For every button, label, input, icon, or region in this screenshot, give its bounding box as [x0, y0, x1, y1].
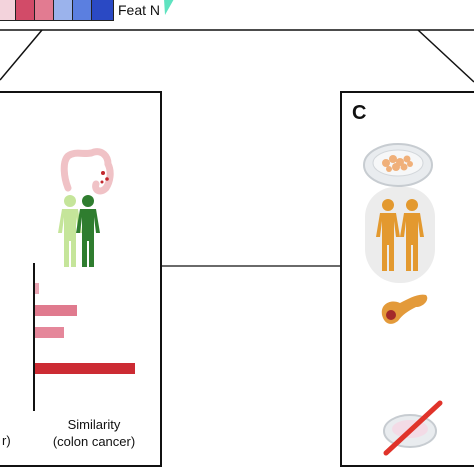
- similarity-bar: [35, 305, 77, 316]
- pancreas-icon: [381, 294, 428, 324]
- feature-marker-icon: [164, 0, 174, 15]
- petri-dish-icon: [363, 143, 433, 187]
- heatmap-cell: [72, 0, 92, 21]
- human-figures-icon: [58, 195, 100, 267]
- heatmap-cell: [15, 0, 35, 21]
- heatmap-cell: [0, 0, 16, 21]
- similarity-bar: [35, 283, 39, 294]
- similarity-label-line2: (colon cancer): [52, 434, 136, 449]
- heatmap-cell: [53, 0, 73, 21]
- left-panel: r) Similarity (colon cancer): [0, 91, 162, 467]
- feature-label: Feat N: [118, 2, 161, 18]
- panel-letter-c: C: [352, 102, 367, 124]
- human-figures-icon: [376, 199, 424, 271]
- partial-label: r): [2, 433, 11, 448]
- heatmap-strip: Feat N: [0, 0, 174, 21]
- similarity-bar: [35, 327, 64, 338]
- heatmap-cell: [91, 0, 114, 21]
- colon-icon: [60, 148, 114, 195]
- similarity-label: Similarity (colon cancer): [34, 416, 154, 450]
- crossed-petri-dish-icon: [383, 400, 443, 456]
- heatmap-cell: [34, 0, 54, 21]
- right-panel: C: [340, 91, 474, 467]
- similarity-label-line1: Similarity: [67, 417, 121, 432]
- similarity-bar-chart: [33, 263, 135, 411]
- similarity-bar: [35, 363, 135, 374]
